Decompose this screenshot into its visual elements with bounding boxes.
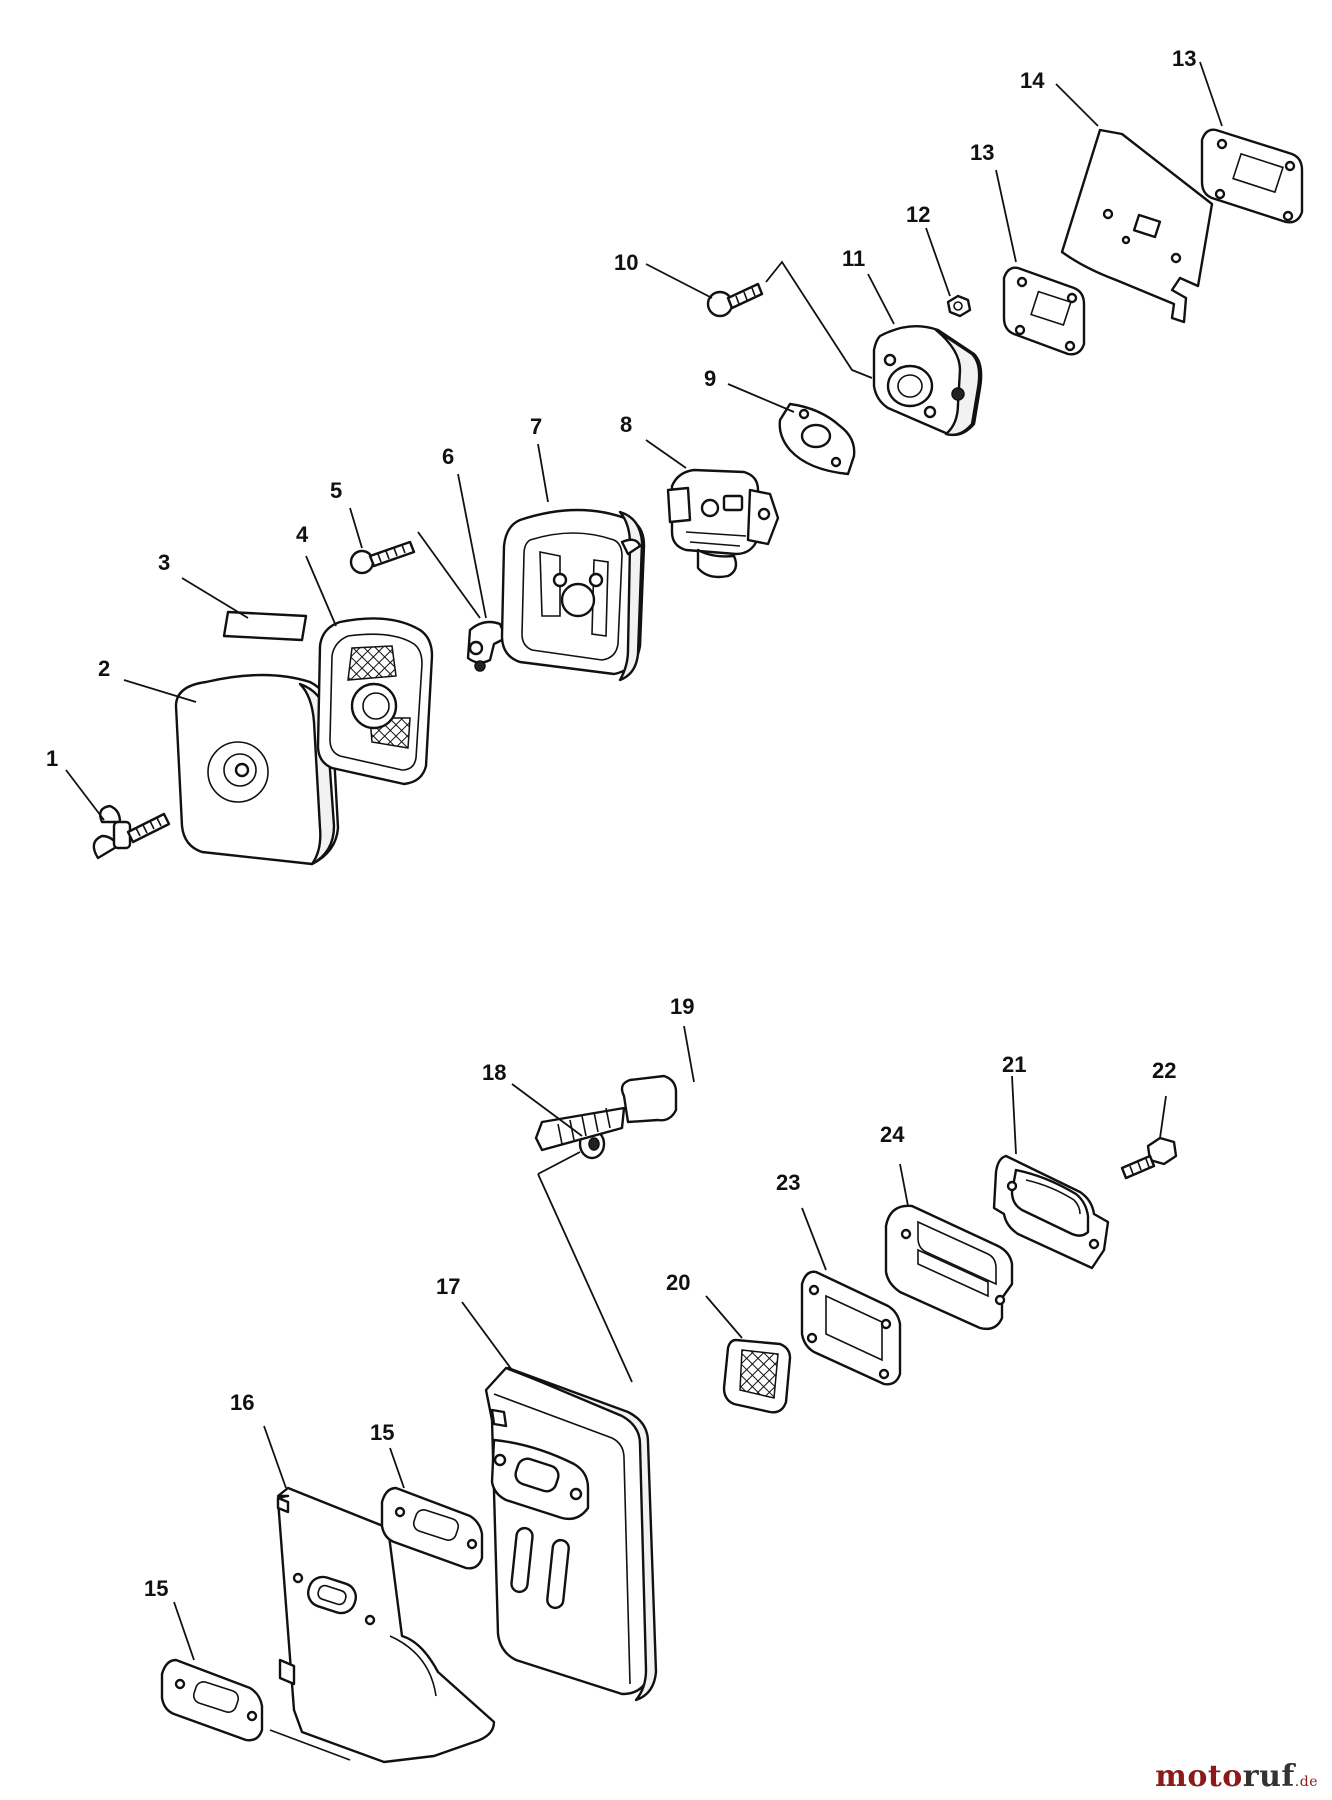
callout-11: 11 (842, 246, 865, 271)
part-14-heat-shield (1060, 128, 1214, 324)
part-15-gasket-lower (160, 1658, 264, 1742)
callout-18: 18 (482, 1060, 506, 1085)
leader-line-17-18 (537, 1173, 633, 1383)
callout-20: 20 (666, 1270, 690, 1295)
part-9-gasket (778, 402, 856, 476)
callout-15-middle: 15 (370, 1420, 394, 1445)
part-7-filter-base (500, 508, 646, 682)
watermark-suffix: .de (1294, 1774, 1318, 1790)
part-5-bolt (349, 540, 416, 575)
part-12-nut (946, 294, 972, 318)
callout-13-top: 13 (1172, 46, 1196, 71)
callout-14: 14 (1020, 68, 1045, 93)
part-17-muffler (484, 1366, 658, 1702)
part-21-cover-plate (992, 1154, 1110, 1270)
callout-17: 17 (436, 1274, 460, 1299)
callout-15-lower: 15 (144, 1576, 168, 1601)
callout-12: 12 (906, 202, 930, 227)
callout-6: 6 (442, 444, 454, 469)
callout-13-middle: 13 (970, 140, 994, 165)
part-13-gasket-top (1200, 128, 1304, 224)
part-22-bolt (1120, 1136, 1178, 1180)
callout-leaders (65, 61, 1223, 1661)
callout-4: 4 (296, 522, 309, 547)
part-6-bracket (466, 620, 508, 672)
callout-labels: 1 2 3 4 5 6 7 8 9 10 11 12 13 14 13 15 1… (46, 46, 1196, 1601)
callout-2: 2 (98, 656, 110, 681)
part-24-gasket (884, 1204, 1014, 1331)
part-1-wing-bolt (92, 804, 171, 860)
watermark-part1: moto (1155, 1759, 1243, 1794)
callout-22: 22 (1152, 1058, 1176, 1083)
part-13-gasket-middle (1002, 266, 1086, 356)
part-8-carburetor (666, 468, 780, 579)
callout-10: 10 (614, 250, 638, 275)
part-2-filter-cover (174, 673, 340, 866)
callout-3: 3 (158, 550, 170, 575)
leader-line-5-6 (417, 531, 481, 619)
part-11-insulator (872, 324, 983, 437)
part-16-muffler-plate (269, 1486, 496, 1764)
callout-23: 23 (776, 1170, 800, 1195)
part-15-gasket-middle (380, 1486, 484, 1570)
callout-7: 7 (530, 414, 542, 439)
part-3-decal (222, 610, 308, 642)
part-20-screen (722, 1338, 792, 1414)
leader-line-18 (537, 1151, 581, 1175)
callout-8: 8 (620, 412, 632, 437)
callout-1: 1 (46, 746, 58, 771)
callout-16: 16 (230, 1390, 254, 1415)
watermark-logo: motoruf.de (1155, 1759, 1318, 1794)
callout-24: 24 (880, 1122, 905, 1147)
callout-19: 19 (670, 994, 694, 1019)
leader-line-10-11 (765, 260, 873, 379)
part-23-gasket (800, 1270, 902, 1386)
part-19-bolt (534, 1074, 678, 1152)
watermark-part2: ruf (1242, 1759, 1295, 1794)
callout-5: 5 (330, 478, 342, 503)
callout-9: 9 (704, 366, 716, 391)
callout-21: 21 (1002, 1052, 1026, 1077)
part-4-filter-element (316, 617, 434, 786)
part-10-bolt (706, 282, 764, 318)
